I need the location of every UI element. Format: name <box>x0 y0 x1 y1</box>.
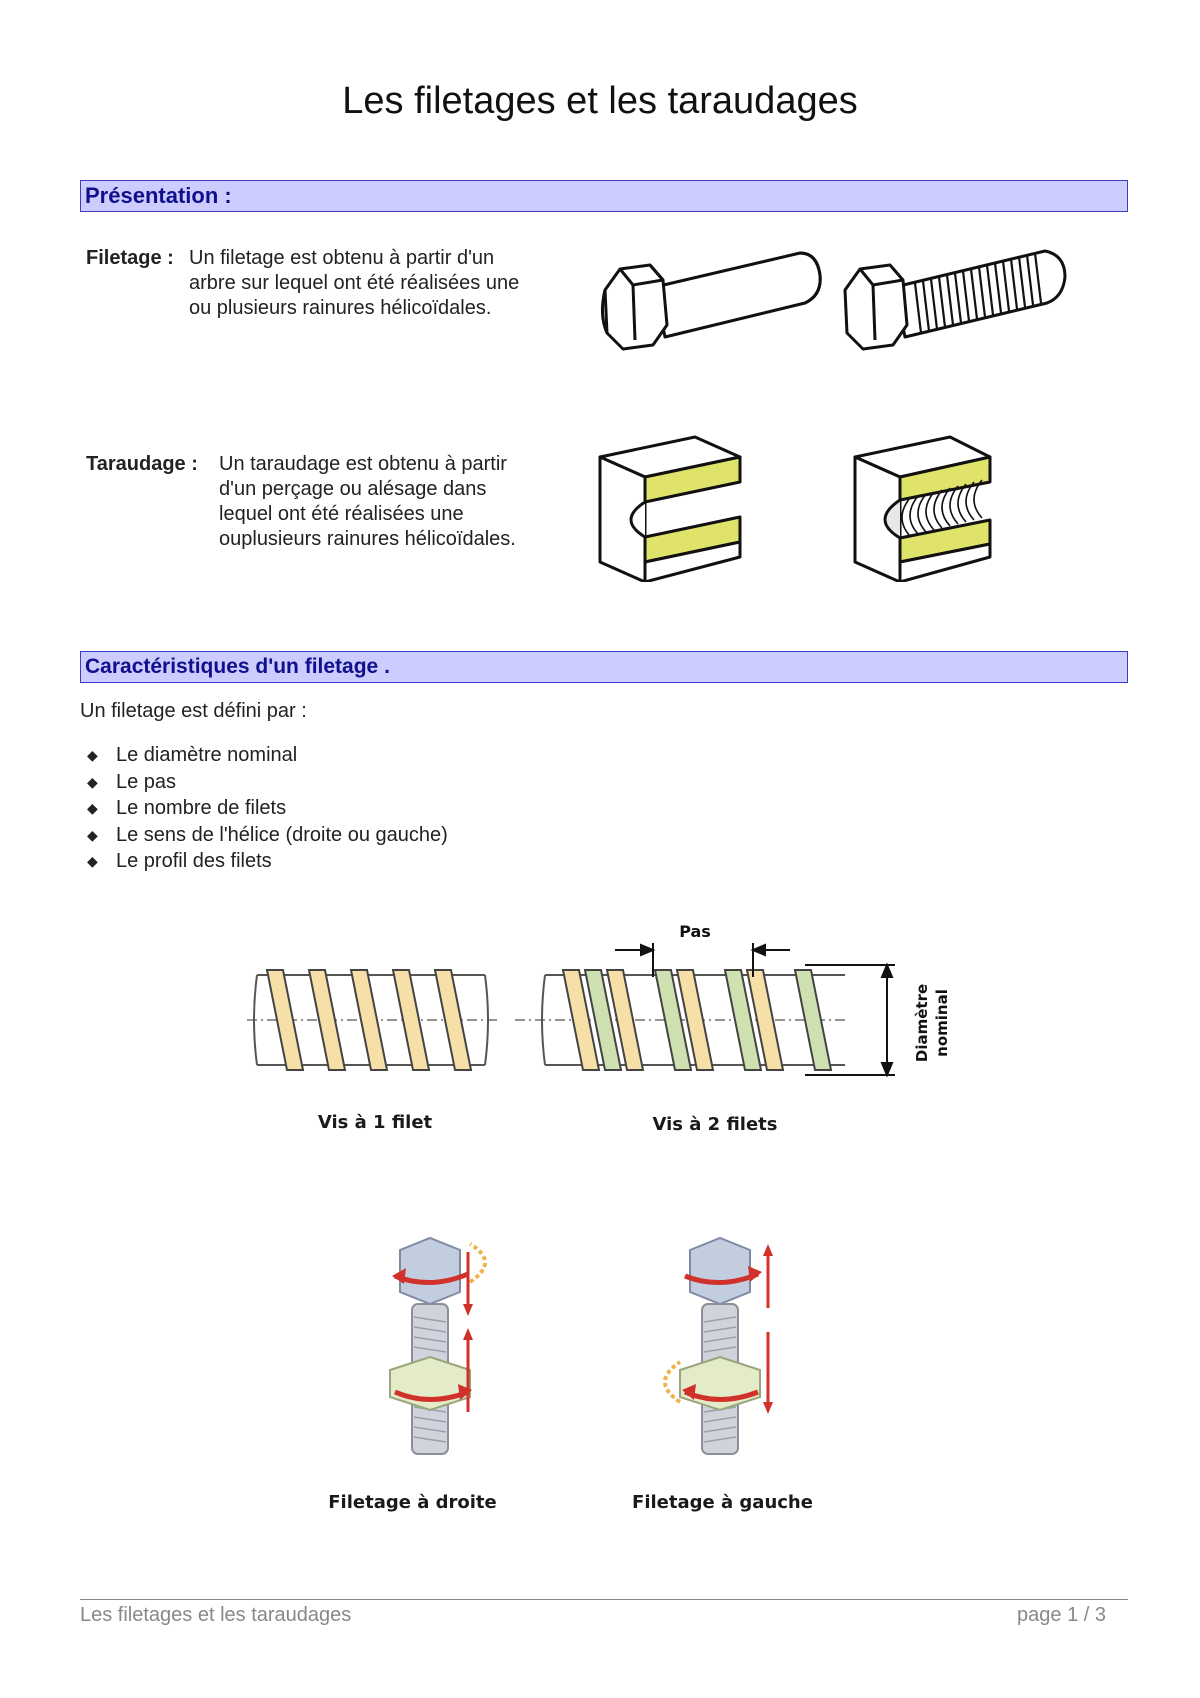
filetage-term: Filetage : <box>86 247 174 269</box>
list-item: ◆Le sens de l'hélice (droite ou gauche) <box>87 823 448 846</box>
list-item: ◆Le pas <box>87 770 177 793</box>
diameter-label-line1: Diamètre <box>913 984 931 1062</box>
caption-left-hand-thread: Filetage à gauche <box>632 1492 813 1513</box>
diamond-bullet-icon: ◆ <box>87 773 98 790</box>
diamond-bullet-icon: ◆ <box>87 826 98 843</box>
caption-double-thread: Vis à 2 filets <box>652 1114 778 1135</box>
footer-page-number: page 1 / 3 <box>1017 1604 1106 1626</box>
helix-direction-illustration <box>389 1236 773 1455</box>
right-hand-bolt <box>389 1236 487 1455</box>
list-item: ◆Le nombre de filets <box>87 797 287 819</box>
section-header-presentation: Présentation : <box>80 180 1128 212</box>
caption-single-thread: Vis à 1 filet <box>317 1112 433 1133</box>
page-title: Les filetages et les taraudages <box>342 80 858 122</box>
left-hand-bolt <box>663 1236 773 1455</box>
diamond-bullet-icon: ◆ <box>87 800 98 816</box>
filetage-text: Un filetage est obtenu à partir d'un arb… <box>189 247 520 319</box>
diamond-bullet-icon: ◆ <box>87 853 98 869</box>
bolt-illustration <box>600 249 1067 351</box>
characteristics-list: ◆Le diamètre nominal ◆Le pas ◆Le nombre … <box>80 742 448 875</box>
section-header-caracteristiques: Caractéristiques d'un filetage . <box>80 651 1128 683</box>
footer-document-title: Les filetages et les taraudages <box>80 1604 352 1626</box>
list-item: ◆Le diamètre nominal <box>87 744 298 766</box>
diameter-label-line2: nominal <box>933 989 951 1057</box>
list-item: ◆Le profil des filets <box>87 850 272 872</box>
footer-divider <box>80 1599 1128 1600</box>
tapped-block-illustration <box>598 435 992 582</box>
diamond-bullet-icon: ◆ <box>87 747 98 763</box>
taraudage-term: Taraudage : <box>86 453 198 475</box>
pas-label: Pas <box>679 922 711 941</box>
taraudage-text: Un taraudage est obtenu à partir d'un pe… <box>219 453 516 550</box>
thread-pitch-diagram: Pas Diamètre nominal <box>247 922 951 1078</box>
intro-text: Un filetage est défini par : <box>80 700 307 722</box>
caption-right-hand-thread: Filetage à droite <box>328 1492 497 1513</box>
